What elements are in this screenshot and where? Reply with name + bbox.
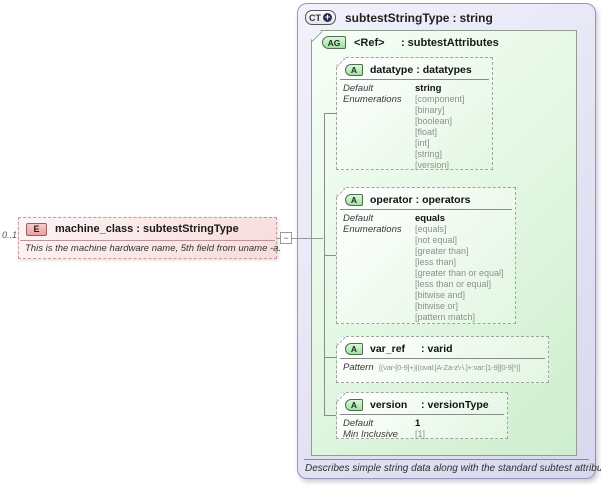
facet-label-default: Default: [343, 418, 374, 429]
colon-separator: :: [401, 36, 405, 49]
facet-value-enumerations: [component] [binary] [boolean] [float] […: [415, 94, 465, 170]
attribute-header: A version:versionType: [337, 393, 507, 413]
element-title-row: E machine_class:subtestStringType: [19, 218, 276, 240]
colon-separator: :: [421, 399, 425, 411]
complex-type-annotation: Describes simple string data along with …: [305, 463, 601, 474]
divider: [340, 209, 512, 210]
attribute-group-header: AG <Ref>:subtestAttributes: [312, 31, 576, 49]
colon-separator: :: [452, 10, 457, 25]
facet-label-pattern: Pattern: [343, 362, 374, 373]
attribute-node-var-ref[interactable]: A var_ref:varid Pattern [(var-[0-9]+)|(o…: [336, 336, 549, 383]
divider: [340, 358, 545, 359]
attribute-name: datatype: [370, 64, 414, 76]
attribute-name: var_ref: [370, 343, 406, 355]
attribute-name: version: [370, 399, 408, 411]
facet-table: Default string Enumerations [component] …: [337, 80, 492, 170]
element-name: machine_class: [55, 223, 134, 235]
complex-type-icon: CT +: [305, 10, 336, 25]
facet-value-pattern: [(var-[0-9]+)|(oval:[A-Za-z\-\.]+:var:[1…: [379, 363, 521, 372]
facet-table: Pattern [(var-[0-9]+)|(oval:[A-Za-z\-\.]…: [337, 359, 548, 373]
tree-stub-line: [324, 113, 336, 114]
divider: [340, 79, 489, 80]
attribute-header: A datatype:datatypes: [337, 58, 492, 78]
attribute-group-icon: AG: [322, 36, 346, 49]
facet-value-default: equals: [415, 213, 446, 224]
attribute-icon: A: [345, 343, 363, 355]
facet-value-min-inclusive: [1]: [415, 429, 426, 439]
attribute-type: datatypes: [422, 64, 472, 76]
element-node-machine-class[interactable]: E machine_class:subtestStringType This i…: [18, 217, 282, 259]
element-icon: E: [26, 222, 47, 236]
tree-stub-line: [324, 415, 336, 416]
complex-type-header: CT + subtestStringType:string: [298, 4, 595, 25]
cardinality-label: 0..1: [2, 230, 18, 240]
attribute-title: version:versionType: [370, 399, 489, 411]
facet-label-min-inclusive: Min Inclusive: [343, 429, 398, 440]
divider: [304, 459, 589, 460]
attribute-node-datatype[interactable]: A datatype:datatypes Default string Enum…: [336, 57, 493, 170]
attribute-node-version[interactable]: A version:versionType Default 1 Min Incl…: [336, 392, 508, 439]
attribute-title: datatype:datatypes: [370, 64, 472, 76]
attribute-name: operator: [370, 194, 413, 206]
attribute-type: versionType: [427, 399, 489, 411]
colon-separator: :: [136, 223, 140, 235]
facet-label-enumerations: Enumerations: [343, 224, 402, 235]
complex-type-base: string: [459, 10, 493, 25]
divider: [340, 414, 504, 415]
facet-value-enumerations: [equals] [not equal] [greater than] [les…: [415, 224, 504, 322]
attribute-node-operator[interactable]: A operator:operators Default equals Enum…: [336, 187, 516, 324]
complex-type-name: subtestStringType: [345, 10, 450, 25]
tree-stub-line: [324, 255, 336, 256]
expand-icon[interactable]: +: [323, 12, 332, 22]
attribute-title: operator:operators: [370, 194, 471, 206]
complex-type-title: subtestStringType:string: [345, 11, 493, 25]
facet-value-default: string: [415, 83, 442, 94]
complex-type-icon-label: CT: [309, 12, 321, 23]
divider: [20, 240, 275, 241]
facet-table: Default equals Enumerations [equals] [no…: [337, 210, 515, 323]
connector-line: [292, 238, 323, 239]
attribute-group-title: <Ref>:subtestAttributes: [354, 37, 499, 49]
attribute-header: A operator:operators: [337, 188, 515, 208]
attribute-icon: A: [345, 194, 363, 206]
element-annotation: This is the machine hardware name, 5th f…: [25, 243, 282, 254]
facet-table: Default 1 Min Inclusive [1]: [337, 415, 507, 440]
attribute-type: varid: [427, 343, 453, 355]
tree-trunk-line: [324, 113, 325, 415]
collapse-toggle[interactable]: −: [280, 232, 292, 244]
attribute-group-name: <Ref>: [354, 36, 385, 49]
attribute-icon: A: [345, 64, 363, 76]
tree-stub-line: [324, 357, 336, 358]
colon-separator: :: [416, 64, 420, 76]
element-title: machine_class:subtestStringType: [55, 223, 239, 235]
facet-value-default: 1: [415, 418, 421, 429]
facet-label-default: Default: [343, 213, 374, 224]
connector-line: [277, 238, 281, 239]
colon-separator: :: [421, 343, 425, 355]
element-type: subtestStringType: [142, 223, 239, 235]
attribute-icon: A: [345, 399, 363, 411]
attribute-group-node[interactable]: AG <Ref>:subtestAttributes A datatype:da…: [311, 30, 577, 456]
attribute-group-type: subtestAttributes: [407, 36, 499, 49]
colon-separator: :: [415, 194, 420, 206]
facet-label-enumerations: Enumerations: [343, 94, 402, 105]
facet-label-default: Default: [343, 83, 374, 94]
attribute-title: var_ref:varid: [370, 343, 453, 355]
attribute-type: operators: [422, 194, 471, 206]
attribute-header: A var_ref:varid: [337, 337, 548, 357]
complex-type-panel[interactable]: CT + subtestStringType:string AG <Ref>:s…: [297, 3, 601, 479]
